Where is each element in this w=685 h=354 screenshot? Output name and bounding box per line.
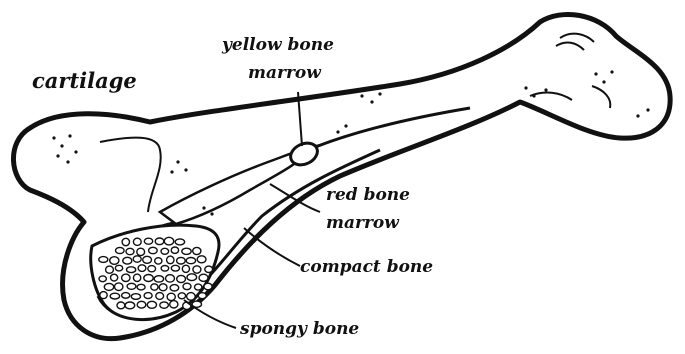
spongy-bone-cell <box>123 257 132 264</box>
label-spongy-bone: spongy bone <box>239 319 359 339</box>
spongy-bone-cell <box>164 237 173 245</box>
spongy-bone-cell <box>187 293 196 301</box>
spongy-bone-cell <box>187 274 197 281</box>
spongy-bone-cell <box>156 293 164 300</box>
spongy-bone-cell <box>104 283 113 290</box>
spongy-bone-cell <box>171 265 179 271</box>
spongy-bone-cell <box>161 266 169 272</box>
spongy-bone-cell <box>122 293 130 299</box>
spongy-bone-cell <box>115 265 122 271</box>
spongy-bone-cell <box>199 274 208 281</box>
spongy-bone-cell <box>110 257 119 265</box>
spongy-bone-cell <box>198 293 206 299</box>
spongy-bone-cell <box>151 284 158 290</box>
spongy-bone-cell <box>144 238 152 244</box>
spongy-bone-cell <box>138 265 146 272</box>
spongy-bone-cell <box>127 283 136 289</box>
spongy-bone-cell <box>143 256 152 263</box>
spongy-bone-cell <box>204 283 212 290</box>
spongy-bone-cell <box>170 301 178 308</box>
label-red-marrow-line2: marrow <box>326 213 400 233</box>
spongy-bone-cell <box>183 283 191 289</box>
spongy-bone-cell <box>182 248 191 254</box>
spongy-bone-cell <box>195 284 202 290</box>
spongy-bone-cell <box>111 274 118 281</box>
spongy-bone-cell <box>137 284 145 290</box>
spongy-bone-cell <box>160 302 169 308</box>
spongy-bone-cell <box>117 302 125 309</box>
spongy-bone-cell <box>205 266 213 272</box>
spongy-bone-cell <box>177 257 186 264</box>
spongy-bone-cell <box>149 247 158 253</box>
label-compact-bone: compact bone <box>300 257 433 277</box>
spongy-bone-cell <box>193 247 201 254</box>
spongy-bone-cell <box>137 301 146 308</box>
spongy-bone-cell <box>133 238 141 245</box>
spongy-bone-cell <box>133 274 140 281</box>
spongy-bone-cell <box>116 247 125 253</box>
spongy-bone-cell <box>122 274 130 281</box>
spongy-bone-cell <box>155 238 164 245</box>
spongy-bone-cell <box>178 293 185 299</box>
spongy-bone-cell <box>175 239 184 245</box>
spongy-bone-cell <box>127 267 136 273</box>
label-yellow-marrow-line2: marrow <box>248 63 322 83</box>
spongy-bone-cell <box>110 293 119 299</box>
spongy-bone-cell <box>126 248 134 254</box>
spongy-bone-cell <box>159 284 167 291</box>
spongy-bone-cell <box>99 276 106 282</box>
spongy-bone-cell <box>147 301 156 308</box>
spongy-bone-cell <box>122 238 129 245</box>
spongy-bone-cell <box>148 266 156 272</box>
spongy-bone-cell <box>182 265 189 272</box>
spongy-bone-cell <box>144 275 153 282</box>
spongy-bone-cell <box>115 283 123 291</box>
spongy-bone-cell <box>171 247 178 253</box>
spongy-bone-cell <box>155 258 162 264</box>
spongy-bone-cell <box>167 293 175 300</box>
spongy-bone-cell <box>197 256 206 263</box>
spongy-bone-cell <box>125 302 135 309</box>
spongy-bone-cell <box>161 248 169 254</box>
label-cartilage: cartilage <box>32 68 137 93</box>
spongy-bone-cell <box>131 294 140 300</box>
spongy-bone-cell <box>100 292 107 299</box>
spongy-bone-cell <box>177 275 186 282</box>
spongy-bone-cell <box>154 276 163 282</box>
spongy-bone-cell <box>193 266 201 273</box>
spongy-bone-cell <box>166 275 175 282</box>
spongy-bone-cell <box>133 256 141 262</box>
spongy-bone-cell <box>137 248 145 255</box>
spongy-bone-cell <box>186 258 195 264</box>
spongy-bone-cell <box>106 266 114 273</box>
spongy-bone-cell <box>170 285 179 291</box>
spongy-bone-cell <box>99 257 108 263</box>
spongy-bone-cell <box>144 293 152 299</box>
label-yellow-marrow-line1: yellow bone <box>221 35 334 55</box>
label-red-marrow-line1: red bone <box>326 185 410 205</box>
spongy-bone-cell <box>167 256 174 264</box>
